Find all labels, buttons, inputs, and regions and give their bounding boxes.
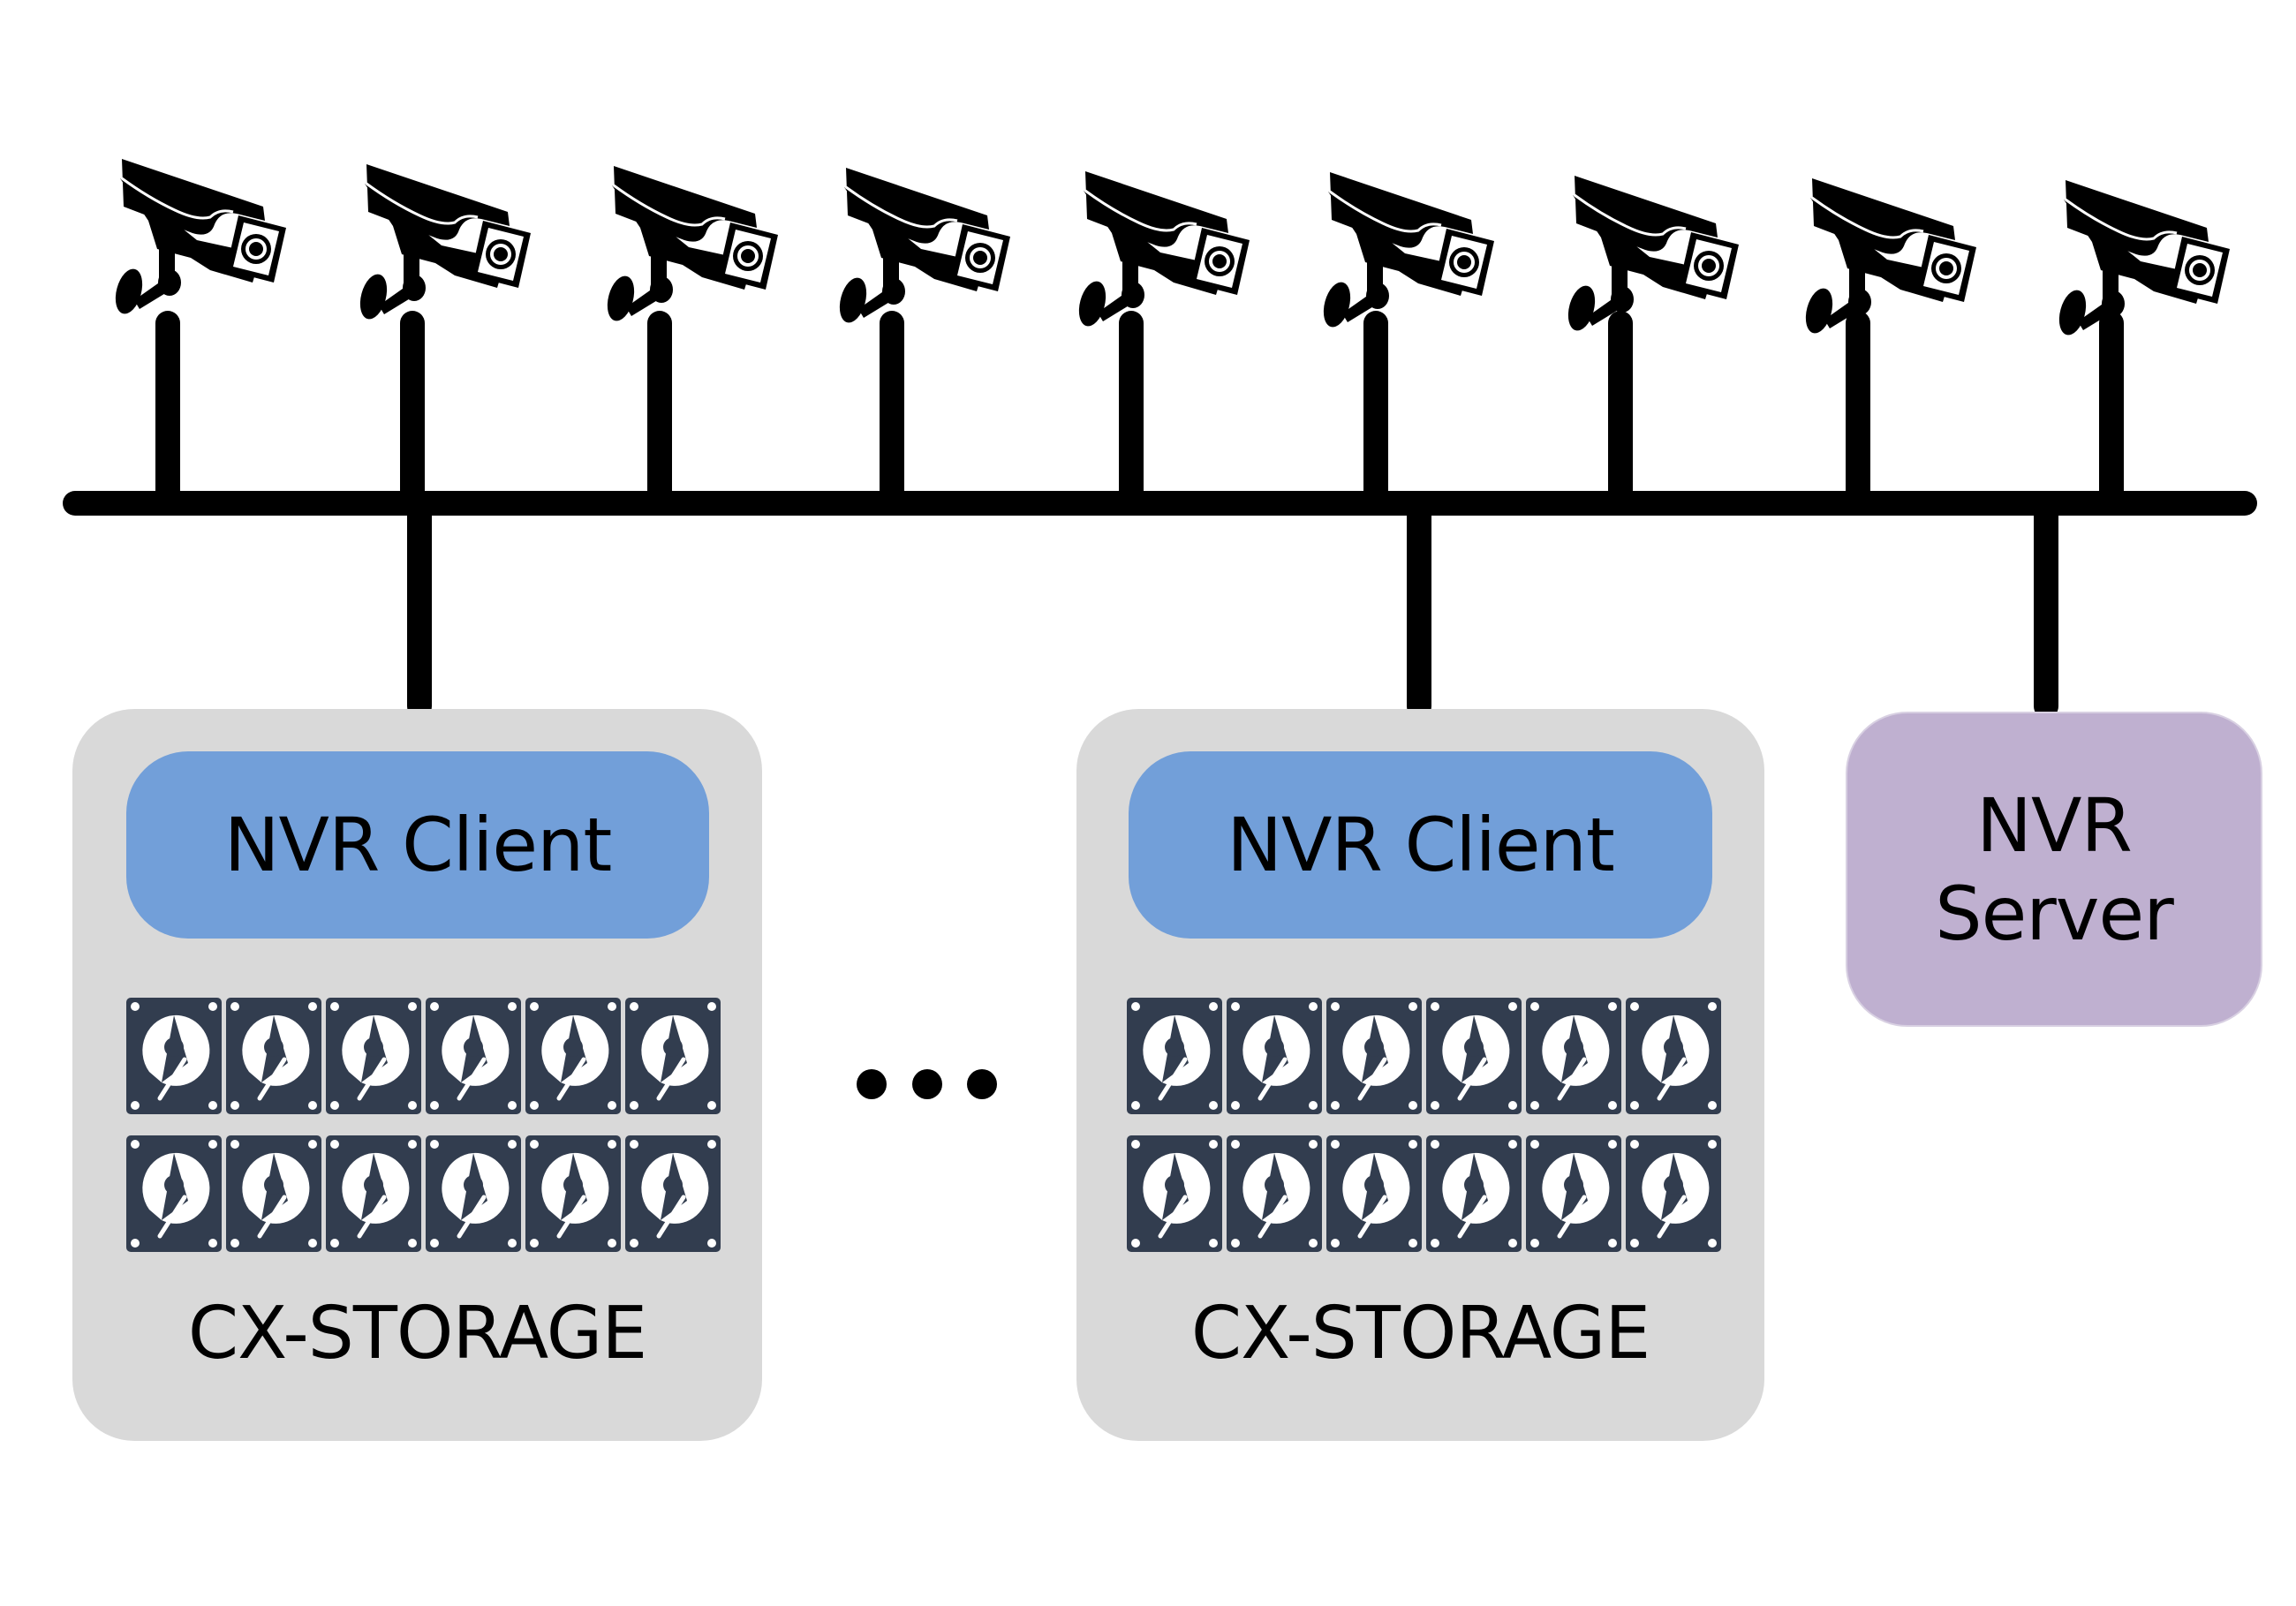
cctv-camera-icon <box>837 161 1014 324</box>
hard-disk-icon <box>625 998 721 1114</box>
ellipsis-dot <box>857 1069 887 1099</box>
hard-disk-icon <box>1227 998 1322 1114</box>
hard-disk-icon <box>1426 1135 1522 1252</box>
hard-disk-icon <box>1526 998 1621 1114</box>
hard-disk-icon <box>326 1135 421 1252</box>
hard-disk-icon <box>1227 1135 1322 1252</box>
nvr-server-box: NVR Server <box>1846 712 2262 1027</box>
nvr-server-label-line1: NVR <box>1976 781 2133 869</box>
cctv-camera-icon <box>358 157 534 320</box>
disk-array <box>126 998 721 1252</box>
nvr-client-label: NVR Client <box>223 802 613 888</box>
storage-label: CX-STORAGE <box>1190 1292 1650 1376</box>
storage-node: NVR Client <box>1076 709 1764 1441</box>
nvr-client-label: NVR Client <box>1227 802 1615 888</box>
storage-node: NVR Client <box>72 709 762 1441</box>
hard-disk-icon <box>1127 998 1222 1114</box>
disk-array <box>1127 998 1721 1252</box>
hard-disk-icon <box>226 998 321 1114</box>
hard-disk-icon <box>426 998 521 1114</box>
hard-disk-icon <box>1326 1135 1422 1252</box>
hard-disk-icon <box>625 1135 721 1252</box>
hard-disk-icon <box>126 998 222 1114</box>
hard-disk-icon <box>1626 998 1721 1114</box>
cctv-camera-icon <box>1321 165 1498 328</box>
cctv-camera-icon <box>113 152 290 315</box>
nvr-client-box: NVR Client <box>1129 751 1712 939</box>
hard-disk-icon <box>1127 1135 1222 1252</box>
hard-disk-icon <box>426 1135 521 1252</box>
nvr-server-label-line2: Server <box>1935 870 2173 957</box>
hard-disk-icon <box>1326 998 1422 1114</box>
cctv-camera-icon <box>605 159 782 322</box>
cctv-camera-icon <box>1566 169 1742 332</box>
cctv-camera-icon <box>2057 173 2233 336</box>
cctv-camera-icon <box>1803 171 1980 335</box>
nvr-client-box: NVR Client <box>126 751 709 939</box>
hard-disk-icon <box>1426 998 1522 1114</box>
cctv-camera-icon <box>1076 164 1253 328</box>
storage-label: CX-STORAGE <box>187 1292 647 1376</box>
hard-disk-icon <box>1626 1135 1721 1252</box>
hard-disk-icon <box>326 998 421 1114</box>
ellipsis-dot <box>912 1069 942 1099</box>
hard-disk-icon <box>226 1135 321 1252</box>
hard-disk-icon <box>126 1135 222 1252</box>
hard-disk-icon <box>1526 1135 1621 1252</box>
ellipsis-dot <box>967 1069 997 1099</box>
hard-disk-icon <box>525 1135 621 1252</box>
hard-disk-icon <box>525 998 621 1114</box>
